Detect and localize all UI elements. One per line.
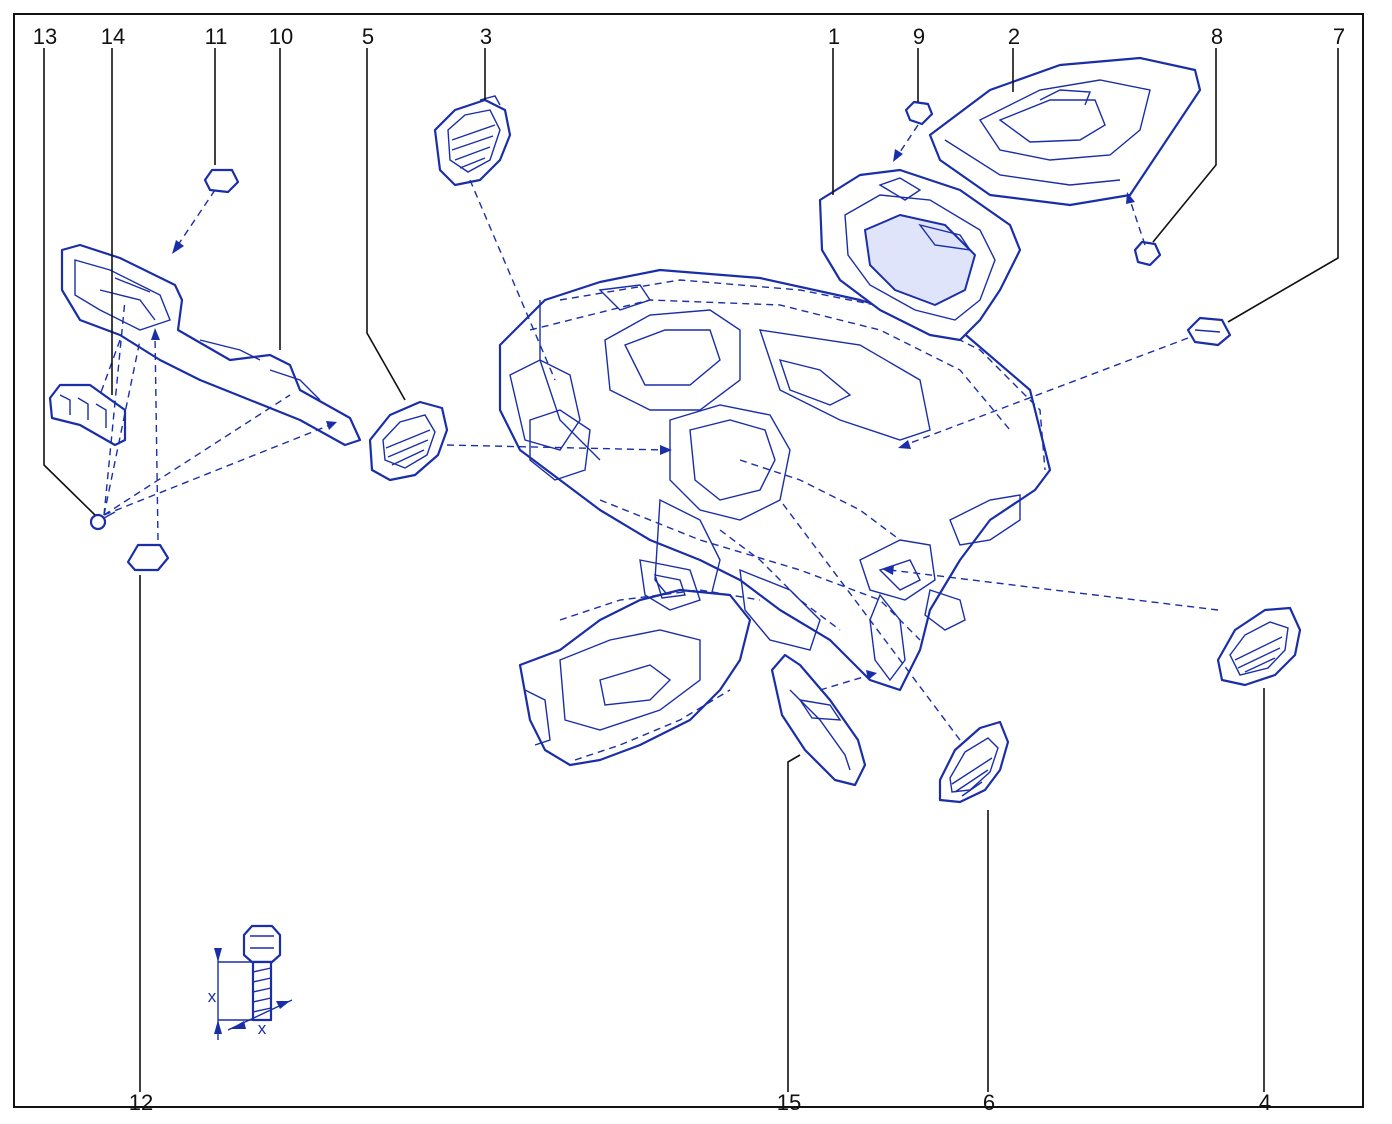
label-12: 12 — [129, 1090, 153, 1115]
label-2: 2 — [1008, 24, 1020, 49]
part-2-instrument-cowl — [928, 56, 1202, 207]
label-10: 10 — [269, 24, 293, 49]
label-3: 3 — [480, 24, 492, 49]
label-14: 14 — [101, 24, 125, 49]
label-13: 13 — [33, 24, 57, 49]
part-15-trim-panel — [770, 653, 867, 787]
bolt-dimension-inset: x x — [208, 924, 293, 1040]
clip-7 — [1186, 316, 1232, 347]
part-14-switch-block — [48, 383, 127, 447]
dimension-label-horizontal: x — [258, 1019, 267, 1038]
assembly-lines — [99, 124, 1219, 741]
label-15: 15 — [777, 1090, 801, 1115]
clip-11 — [203, 168, 240, 194]
part-4-vent — [1216, 606, 1302, 687]
label-8: 8 — [1211, 24, 1223, 49]
clip-9 — [904, 100, 934, 126]
part-numbers: 13 14 11 10 5 3 1 9 2 8 7 12 15 6 4 — [33, 24, 1345, 1115]
part-6-vent — [938, 720, 1010, 804]
label-6: 6 — [983, 1090, 995, 1115]
label-7: 7 — [1333, 24, 1345, 49]
label-1: 1 — [828, 24, 840, 49]
part-5-vent — [368, 400, 449, 482]
part-3-vent — [433, 95, 512, 187]
label-4: 4 — [1259, 1090, 1271, 1115]
clip-8 — [1133, 240, 1162, 267]
part-10-trim-strip — [60, 243, 362, 447]
label-5: 5 — [362, 24, 374, 49]
dashboard-assembly — [498, 268, 1052, 767]
dimension-label-vertical: x — [208, 987, 217, 1006]
diagram-frame — [13, 13, 1364, 1108]
label-11: 11 — [205, 24, 228, 49]
screw-13 — [89, 511, 116, 531]
leader-lines — [43, 48, 1339, 1092]
label-9: 9 — [913, 24, 925, 49]
part-1-cluster-surround — [818, 168, 1022, 342]
clip-12 — [126, 543, 170, 572]
